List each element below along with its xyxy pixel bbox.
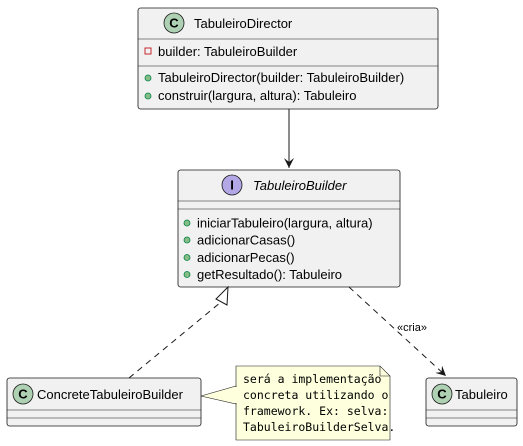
class-name: ConcreteTabuleiroBuilder: [37, 387, 184, 402]
field-builder: builder: TabuleiroBuilder: [158, 44, 298, 59]
note-line-3: framework. Ex: selva:: [243, 404, 388, 418]
class-tabuleiro[interactable]: C Tabuleiro: [425, 377, 518, 427]
private-field-icon: [144, 47, 152, 55]
note-line-2: concreta utilizando o: [243, 388, 388, 402]
class-badge-letter: C: [169, 16, 179, 31]
public-method-icon: [183, 271, 191, 278]
public-method-icon: [183, 236, 191, 244]
class-concrete-tabuleiro-builder[interactable]: C ConcreteTabuleiroBuilder: [6, 377, 202, 427]
method-adicionar-pecas: adicionarPecas(): [197, 250, 295, 265]
method-adicionar-casas: adicionarCasas(): [197, 233, 295, 248]
class-badge-letter: C: [18, 387, 28, 402]
class-badge-icon: [12, 383, 34, 405]
public-method-icon: [183, 219, 191, 227]
note-line-1: será a implementação: [243, 372, 382, 386]
class-name: TabuleiroDirector: [194, 16, 293, 31]
realization-arrow: [128, 285, 229, 379]
class-badge-icon: [431, 383, 453, 405]
method-get-resultado: getResultado(): Tabuleiro: [197, 267, 342, 282]
interface-tabuleiro-builder[interactable]: I TabuleiroBuilder iniciarTabuleiro(larg…: [177, 169, 401, 288]
class-badge-icon: [163, 12, 185, 34]
note: será a implementação concreta utilizando…: [200, 365, 395, 441]
class-badge-letter: C: [437, 387, 447, 402]
class-name: Tabuleiro: [455, 387, 508, 402]
method-iniciar-tabuleiro: iniciarTabuleiro(largura, altura): [197, 216, 373, 231]
method-construir: construir(largura, altura): Tabuleiro: [158, 88, 356, 103]
note-connector: [200, 385, 237, 405]
public-method-icon: [144, 92, 152, 100]
interface-badge-icon: [221, 174, 243, 196]
method-constructor: TabuleiroDirector(builder: TabuleiroBuil…: [158, 70, 404, 85]
class-tabuleiro-director[interactable]: C TabuleiroDirector builder: TabuleiroBu…: [137, 7, 439, 110]
dependency-label: «cria»: [397, 322, 427, 334]
interface-badge-letter: I: [230, 178, 234, 193]
public-method-icon: [144, 74, 152, 82]
interface-name: TabuleiroBuilder: [253, 178, 347, 193]
note-line-4: TabuleiroBuilderSelva.: [243, 420, 395, 434]
public-method-icon: [183, 254, 191, 261]
